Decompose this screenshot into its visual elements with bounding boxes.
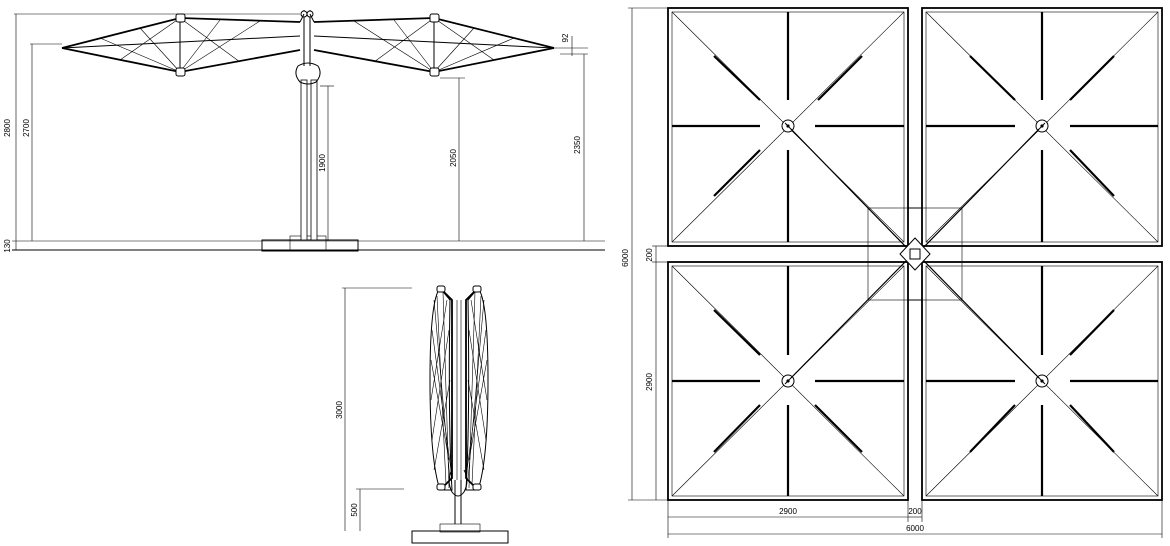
left-canopy — [61, 13, 305, 77]
side-dimension-lines — [14, 13, 588, 250]
closed-base — [411, 530, 509, 544]
side-elevation-view: 2800 2700 130 1900 2050 2350 92 — [3, 10, 605, 253]
plan-dimension-lines — [628, 7, 1163, 538]
dim-module-height: 2900 — [645, 373, 654, 391]
dim-arm-height: 1900 — [318, 154, 327, 172]
dim-canopy-drop: 92 — [561, 33, 570, 42]
right-canopy — [309, 13, 555, 77]
closed-canopy-left — [429, 285, 453, 491]
closed-view: 3000 500 — [335, 285, 509, 544]
plan-view: 6000 200 2900 2900 200 6000 — [621, 7, 1163, 538]
closed-canopy-right — [465, 285, 489, 491]
module-bottom-right — [921, 261, 1163, 501]
dim-gap-vertical: 200 — [645, 248, 654, 262]
dim-base-clearance: 500 — [350, 503, 359, 517]
central-arms — [784, 122, 1046, 385]
dim-canopy-height: 2700 — [22, 119, 31, 137]
module-top-left — [667, 7, 909, 247]
dim-gap-horizontal: 200 — [908, 507, 922, 516]
dim-total-height: 2800 — [3, 119, 12, 137]
umbrella-base — [261, 239, 359, 252]
umbrella-pole-right — [310, 79, 318, 241]
dim-closed-height: 3000 — [335, 401, 344, 419]
dim-module-width: 2900 — [779, 507, 797, 516]
umbrella-pole-left — [300, 79, 308, 241]
dim-overall-width: 6000 — [906, 524, 924, 533]
module-top-right — [921, 7, 1163, 247]
dim-base-height: 130 — [3, 239, 12, 253]
dim-edge-height: 2050 — [449, 149, 458, 167]
dim-overall-height: 6000 — [621, 249, 630, 267]
dim-pivot-height: 2350 — [573, 136, 582, 154]
